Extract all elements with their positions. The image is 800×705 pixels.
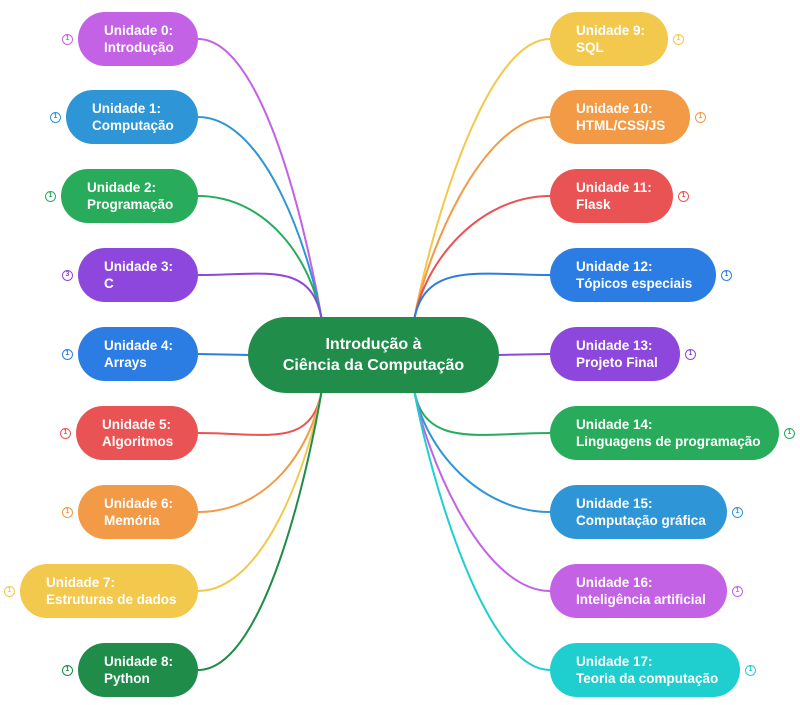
expand-toggle-icon[interactable]: 1	[62, 33, 73, 45]
expand-toggle-icon[interactable]: 1	[678, 190, 689, 202]
topic-unidade-4[interactable]: Unidade 4: Arrays	[78, 327, 198, 381]
connector-unidade-13	[497, 353, 551, 356]
expand-toggle-icon[interactable]: 1	[60, 427, 71, 439]
topic-title: Unidade 0:	[104, 23, 174, 38]
topic-subtitle: C	[104, 276, 114, 291]
topic-unidade-3[interactable]: Unidade 3: C	[78, 248, 198, 302]
topic-unidade-10[interactable]: Unidade 10: HTML/CSS/JS	[550, 90, 690, 144]
topic-subtitle: Arrays	[104, 355, 147, 370]
topic-unidade-17[interactable]: Unidade 17: Teoria da computação	[550, 643, 740, 697]
expand-toggle-icon[interactable]: 1	[685, 348, 696, 360]
connector-unidade-12	[413, 272, 551, 322]
topic-unidade-9[interactable]: Unidade 9: SQL	[550, 12, 668, 66]
connector-unidade-11	[413, 195, 551, 322]
topic-title: Unidade 5:	[102, 417, 172, 432]
connector-unidade-9	[413, 38, 551, 322]
connector-unidade-4	[197, 353, 251, 356]
topic-unidade-11[interactable]: Unidade 11: Flask	[550, 169, 673, 223]
topic-subtitle: Introdução	[104, 40, 174, 55]
expand-toggle-icon[interactable]: 1	[62, 506, 73, 518]
topic-title: Unidade 3:	[104, 259, 174, 274]
topic-unidade-1[interactable]: Unidade 1: Computação	[66, 90, 198, 144]
topic-subtitle: Estruturas de dados	[46, 592, 177, 607]
topic-title: Unidade 11:	[576, 180, 652, 195]
topic-unidade-2[interactable]: Unidade 2: Programação	[61, 169, 198, 223]
expand-toggle-icon[interactable]: 1	[784, 427, 795, 439]
topic-unidade-16[interactable]: Unidade 16: Inteligência artificial	[550, 564, 727, 618]
topic-unidade-14[interactable]: Unidade 14: Linguagens de programação	[550, 406, 779, 460]
topic-unidade-15[interactable]: Unidade 15: Computação gráfica	[550, 485, 727, 539]
central-topic-line2: Ciência da Computação	[282, 357, 465, 374]
connector-unidade-3	[197, 272, 323, 322]
topic-title: Unidade 17:	[576, 654, 653, 669]
topic-subtitle: SQL	[576, 40, 604, 55]
topic-title: Unidade 6:	[104, 496, 174, 511]
topic-title: Unidade 9:	[576, 23, 646, 38]
expand-toggle-icon[interactable]: 3	[62, 269, 73, 281]
topic-subtitle: Inteligência artificial	[576, 592, 706, 607]
topic-subtitle: HTML/CSS/JS	[576, 118, 666, 133]
topic-subtitle: Computação gráfica	[576, 513, 706, 528]
topic-subtitle: Linguagens de programação	[576, 434, 761, 449]
connector-unidade-17	[413, 388, 551, 671]
connector-unidade-1	[197, 116, 323, 322]
topic-title: Unidade 12:	[576, 259, 653, 274]
topic-title: Unidade 14:	[576, 417, 653, 432]
expand-toggle-icon[interactable]: 1	[62, 664, 73, 676]
connector-unidade-7	[197, 388, 323, 592]
connector-unidade-2	[197, 195, 323, 322]
expand-toggle-icon[interactable]: 1	[673, 33, 684, 45]
topic-unidade-0[interactable]: Unidade 0: Introdução	[78, 12, 198, 66]
connector-unidade-6	[197, 388, 323, 513]
expand-toggle-icon[interactable]: 1	[732, 506, 743, 518]
topic-title: Unidade 16:	[576, 575, 653, 590]
topic-subtitle: Memória	[104, 513, 160, 528]
expand-toggle-icon[interactable]: 1	[62, 348, 73, 360]
topic-subtitle: Computação	[92, 118, 174, 133]
topic-unidade-5[interactable]: Unidade 5: Algoritmos	[76, 406, 198, 460]
expand-toggle-icon[interactable]: 1	[50, 111, 61, 123]
topic-unidade-13[interactable]: Unidade 13: Projeto Final	[550, 327, 680, 381]
topic-subtitle: Algoritmos	[102, 434, 174, 449]
topic-title: Unidade 13:	[576, 338, 653, 353]
topic-title: Unidade 8:	[104, 654, 174, 669]
connector-unidade-14	[413, 388, 551, 436]
connector-unidade-10	[413, 116, 551, 322]
topic-title: Unidade 10:	[576, 101, 653, 116]
topic-unidade-6[interactable]: Unidade 6: Memória	[78, 485, 198, 539]
expand-toggle-icon[interactable]: 1	[745, 664, 756, 676]
expand-toggle-icon[interactable]: 1	[721, 269, 732, 281]
central-topic-line1: Introdução à	[325, 336, 422, 353]
topic-unidade-7[interactable]: Unidade 7: Estruturas de dados	[20, 564, 198, 618]
topic-title: Unidade 1:	[92, 101, 162, 116]
expand-toggle-icon[interactable]: 1	[732, 585, 743, 597]
topic-unidade-12[interactable]: Unidade 12: Tópicos especiais	[550, 248, 716, 302]
topic-title: Unidade 15:	[576, 496, 653, 511]
topic-subtitle: Programação	[87, 197, 174, 212]
connector-unidade-5	[197, 388, 323, 436]
connector-unidade-8	[197, 388, 323, 671]
connector-unidade-0	[197, 38, 323, 322]
topic-title: Unidade 2:	[87, 180, 157, 195]
topic-subtitle: Flask	[576, 197, 611, 212]
topic-unidade-8[interactable]: Unidade 8: Python	[78, 643, 198, 697]
topic-title: Unidade 7:	[46, 575, 116, 590]
topic-subtitle: Projeto Final	[576, 355, 658, 370]
topic-title: Unidade 4:	[104, 338, 174, 353]
connector-unidade-15	[413, 388, 551, 513]
topic-subtitle: Python	[104, 671, 150, 686]
expand-toggle-icon[interactable]: 1	[695, 111, 706, 123]
expand-toggle-icon[interactable]: 1	[4, 585, 15, 597]
central-topic[interactable]: Introdução à Ciência da Computação	[248, 317, 499, 393]
topic-subtitle: Teoria da computação	[576, 671, 719, 686]
expand-toggle-icon[interactable]: 1	[45, 190, 56, 202]
topic-subtitle: Tópicos especiais	[576, 276, 693, 291]
